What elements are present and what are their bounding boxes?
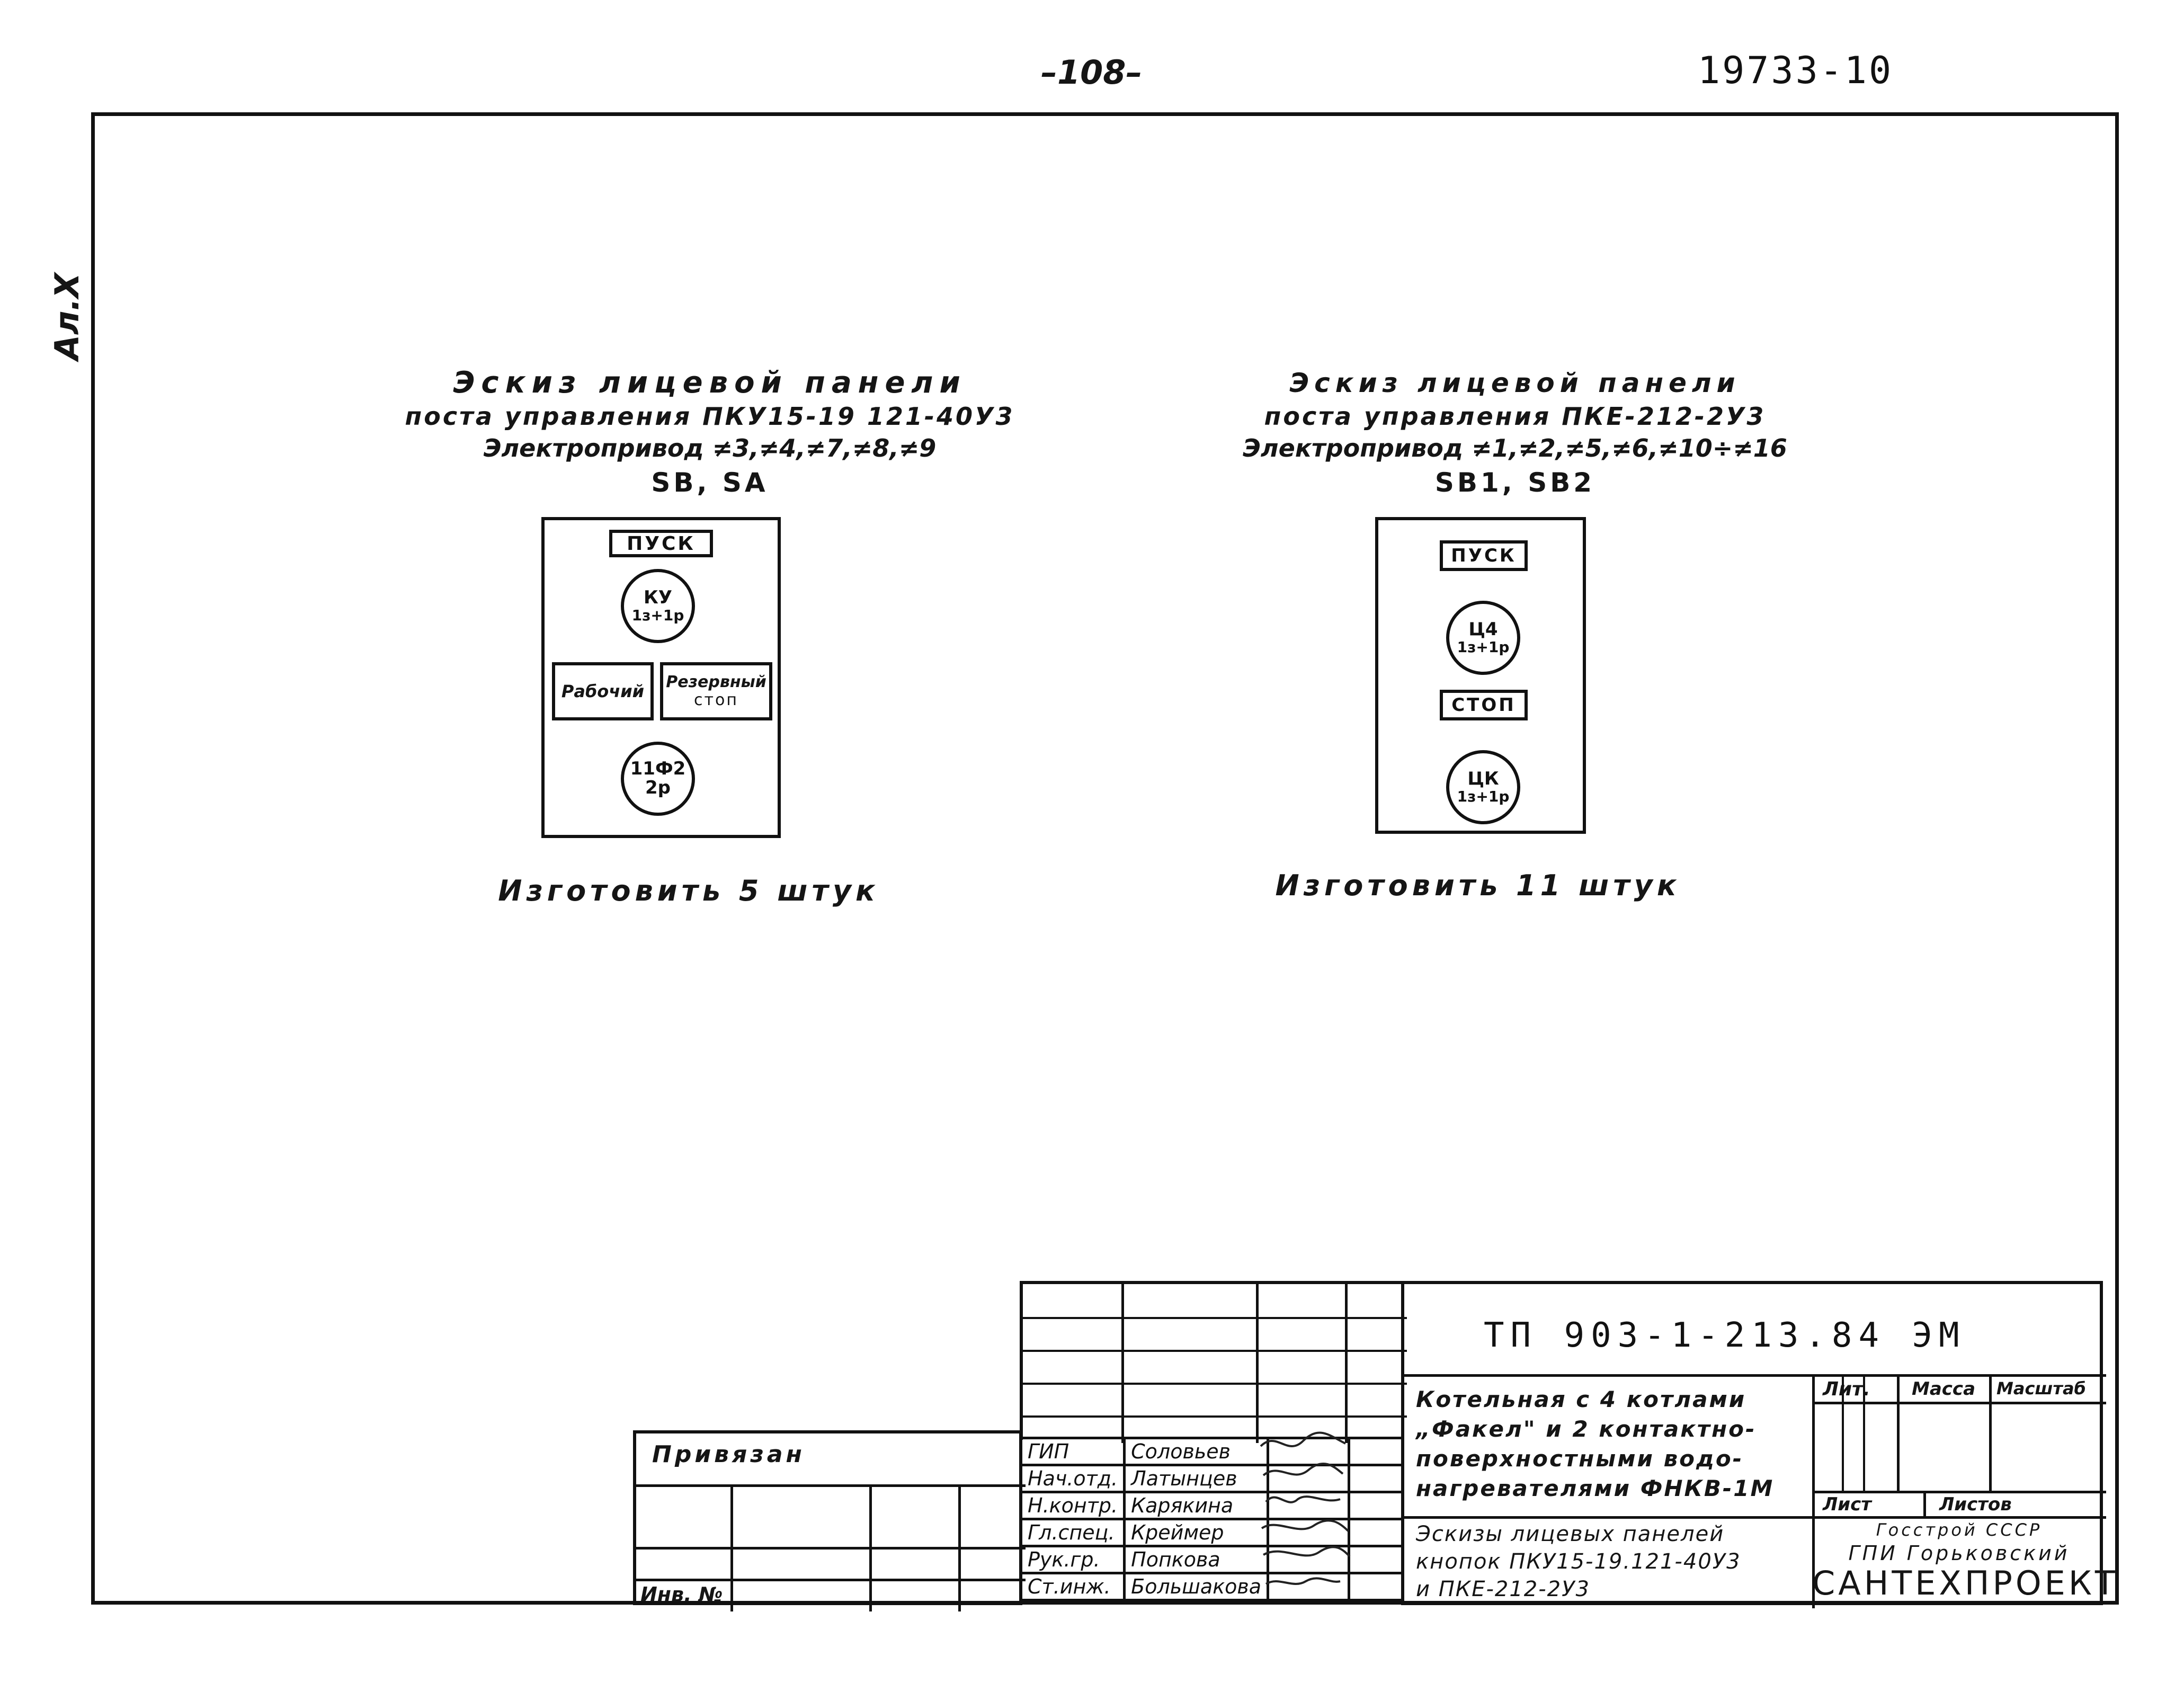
date-cell — [1347, 1545, 1404, 1574]
left-sketch-title: Эскиз лицевой панели поста управления ПК… — [275, 366, 1144, 501]
left-working-button: Рабочий — [552, 662, 654, 720]
title-block-main: ТП 903-1-213.84 ЭМ Котельная с 4 котлами… — [1401, 1281, 2118, 1608]
role-cell: ГИП — [1019, 1437, 1126, 1466]
left-title-line-2: поста управления ПКУ15-19 121-40У3 — [405, 402, 1015, 431]
signature-row: ГИП Соловьев — [1019, 1437, 1404, 1466]
signature-cell — [1267, 1437, 1350, 1466]
left-bottom-indicator-code: 11Ф2 — [630, 758, 686, 780]
date-cell — [1347, 1437, 1404, 1466]
date-cell — [1347, 1572, 1404, 1601]
left-bottom-indicator: 11Ф2 2р — [621, 742, 695, 816]
project-title-line-2: „Факел" и 2 контактно- — [1416, 1416, 1757, 1442]
left-reserve-stop-button: Резервный стоп — [660, 662, 772, 720]
signature-row: Нач.отд. Латынцев — [1019, 1464, 1404, 1493]
right-title-line-2: поста управления ПКЕ-212-2У3 — [1264, 402, 1766, 431]
project-title: Котельная с 4 котлами „Факел" и 2 контак… — [1416, 1385, 1774, 1503]
role-cell: Рук.гр. — [1019, 1545, 1126, 1574]
right-title-line-3: Электропривод ≠1,≠2,≠5,≠6,≠10÷≠16 — [1243, 434, 1787, 462]
project-title-line-4: нагревателями ФНКВ-1М — [1416, 1475, 1775, 1501]
left-stop-label: стоп — [694, 691, 738, 709]
left-working-button-label: Рабочий — [561, 681, 645, 701]
left-top-indicator-contacts: 1з+1р — [631, 607, 684, 625]
organization-line-1: Госстрой СССР — [1876, 1520, 2043, 1540]
right-panel: ПУСК Ц4 1з+1р СТОП ЦК 1з+1р — [1375, 517, 1586, 834]
project-title-line-1: Котельная с 4 котлами — [1416, 1386, 1746, 1412]
lit-column-header: Лит. — [1823, 1378, 1870, 1400]
left-reserve-label: Резервный — [666, 673, 766, 691]
role-cell: Нач.отд. — [1019, 1464, 1126, 1493]
name-cell: Соловьев — [1123, 1437, 1270, 1466]
name-cell: Карякина — [1123, 1491, 1270, 1520]
signature-row: Н.контр. Карякина — [1019, 1491, 1404, 1520]
name-cell: Латынцев — [1123, 1464, 1270, 1493]
left-bottom-indicator-contacts: 2р — [645, 777, 671, 798]
right-start-label: ПУСК — [1440, 540, 1528, 571]
organization-line-2: ГПИ Горьковский — [1848, 1542, 2070, 1565]
right-sketch-title: Эскиз лицевой панели поста управления ПК… — [1165, 366, 1865, 501]
right-bottom-indicator-contacts: 1з+1р — [1457, 788, 1510, 806]
privyazan-block: Привязан Инв. № — [633, 1430, 1026, 1611]
organization-block: Госстрой СССР ГПИ Горьковский САНТЕХПРОЕ… — [1812, 1518, 2118, 1602]
sheet-title: Эскизы лицевых панелей кнопок ПКУ15-19.1… — [1416, 1520, 1741, 1603]
role-cell: Ст.инж. — [1019, 1572, 1126, 1601]
right-stop-label: СТОП — [1440, 690, 1528, 720]
name-cell: Большакова — [1123, 1572, 1270, 1601]
right-top-indicator: Ц4 1з+1р — [1446, 601, 1520, 675]
name-cell: Попкова — [1123, 1545, 1270, 1574]
privyazan-label: Привязан — [652, 1441, 805, 1468]
date-cell — [1347, 1464, 1404, 1493]
signature-cell — [1267, 1518, 1350, 1547]
mass-column-header: Масса — [1912, 1378, 1976, 1400]
left-top-indicator-code: КУ — [643, 587, 672, 609]
sheet-title-line-3: и ПКЕ-212-2У3 — [1416, 1577, 1590, 1601]
left-top-indicator: КУ 1з+1р — [621, 569, 695, 643]
page-number: –108– — [1041, 53, 1143, 92]
project-title-line-3: поверхностными водо- — [1416, 1446, 1744, 1472]
sheet-column-header: Лист — [1823, 1494, 1871, 1515]
right-title-line-1: Эскиз лицевой панели — [1289, 368, 1741, 398]
left-title-line-4: SB, SA — [651, 467, 769, 498]
right-bottom-indicator: ЦК 1з+1р — [1446, 750, 1520, 824]
left-start-label: ПУСК — [609, 530, 713, 557]
date-cell — [1347, 1518, 1404, 1547]
right-title-line-4: SB1, SB2 — [1434, 467, 1595, 498]
name-cell: Креймер — [1123, 1518, 1270, 1547]
signature-row: Рук.гр. Попкова — [1019, 1545, 1404, 1574]
signature-cell — [1267, 1545, 1350, 1574]
sheet-title-line-2: кнопок ПКУ15-19.121-40У3 — [1416, 1550, 1741, 1574]
scale-column-header: Масштаб — [1996, 1378, 2086, 1399]
sheet-title-line-1: Эскизы лицевых панелей — [1416, 1522, 1725, 1546]
right-top-indicator-contacts: 1з+1р — [1457, 638, 1510, 656]
signature-table: ГИП Соловьев Нач.отд. Латынцев Н.контр. … — [1019, 1437, 1404, 1601]
document-number: 19733-10 — [1698, 49, 1894, 92]
left-caption: Изготовить 5 штук — [498, 874, 879, 907]
inventory-number-label: Инв. № — [640, 1583, 723, 1606]
organization-name: САНТЕХПРОЕКТ — [1812, 1564, 2118, 1602]
document-code: ТП 903-1-213.84 ЭМ — [1484, 1316, 1966, 1355]
left-title-line-3: Электропривод ≠3,≠4,≠7,≠8,≠9 — [483, 434, 937, 462]
role-cell: Гл.спец. — [1019, 1518, 1126, 1547]
left-panel: ПУСК КУ 1з+1р Рабочий Резервный стоп 11Ф… — [541, 517, 781, 838]
left-title-line-1: Эскиз лицевой панели — [453, 366, 967, 400]
handwritten-signatures — [1260, 1431, 1351, 1585]
right-caption: Изготовить 11 штук — [1275, 869, 1681, 902]
signature-cell — [1267, 1572, 1350, 1601]
revision-grid — [1020, 1281, 1407, 1443]
signature-row: Гл.спец. Креймер — [1019, 1518, 1404, 1547]
margin-label: Ал.Х — [48, 273, 86, 360]
right-top-indicator-code: Ц4 — [1468, 619, 1498, 640]
date-cell — [1347, 1491, 1404, 1520]
sheets-column-header: Листов — [1939, 1494, 2012, 1515]
role-cell: Н.контр. — [1019, 1491, 1126, 1520]
signature-row: Ст.инж. Большакова — [1019, 1572, 1404, 1601]
drawing-frame — [91, 112, 2119, 1605]
right-bottom-indicator-code: ЦК — [1467, 768, 1499, 790]
